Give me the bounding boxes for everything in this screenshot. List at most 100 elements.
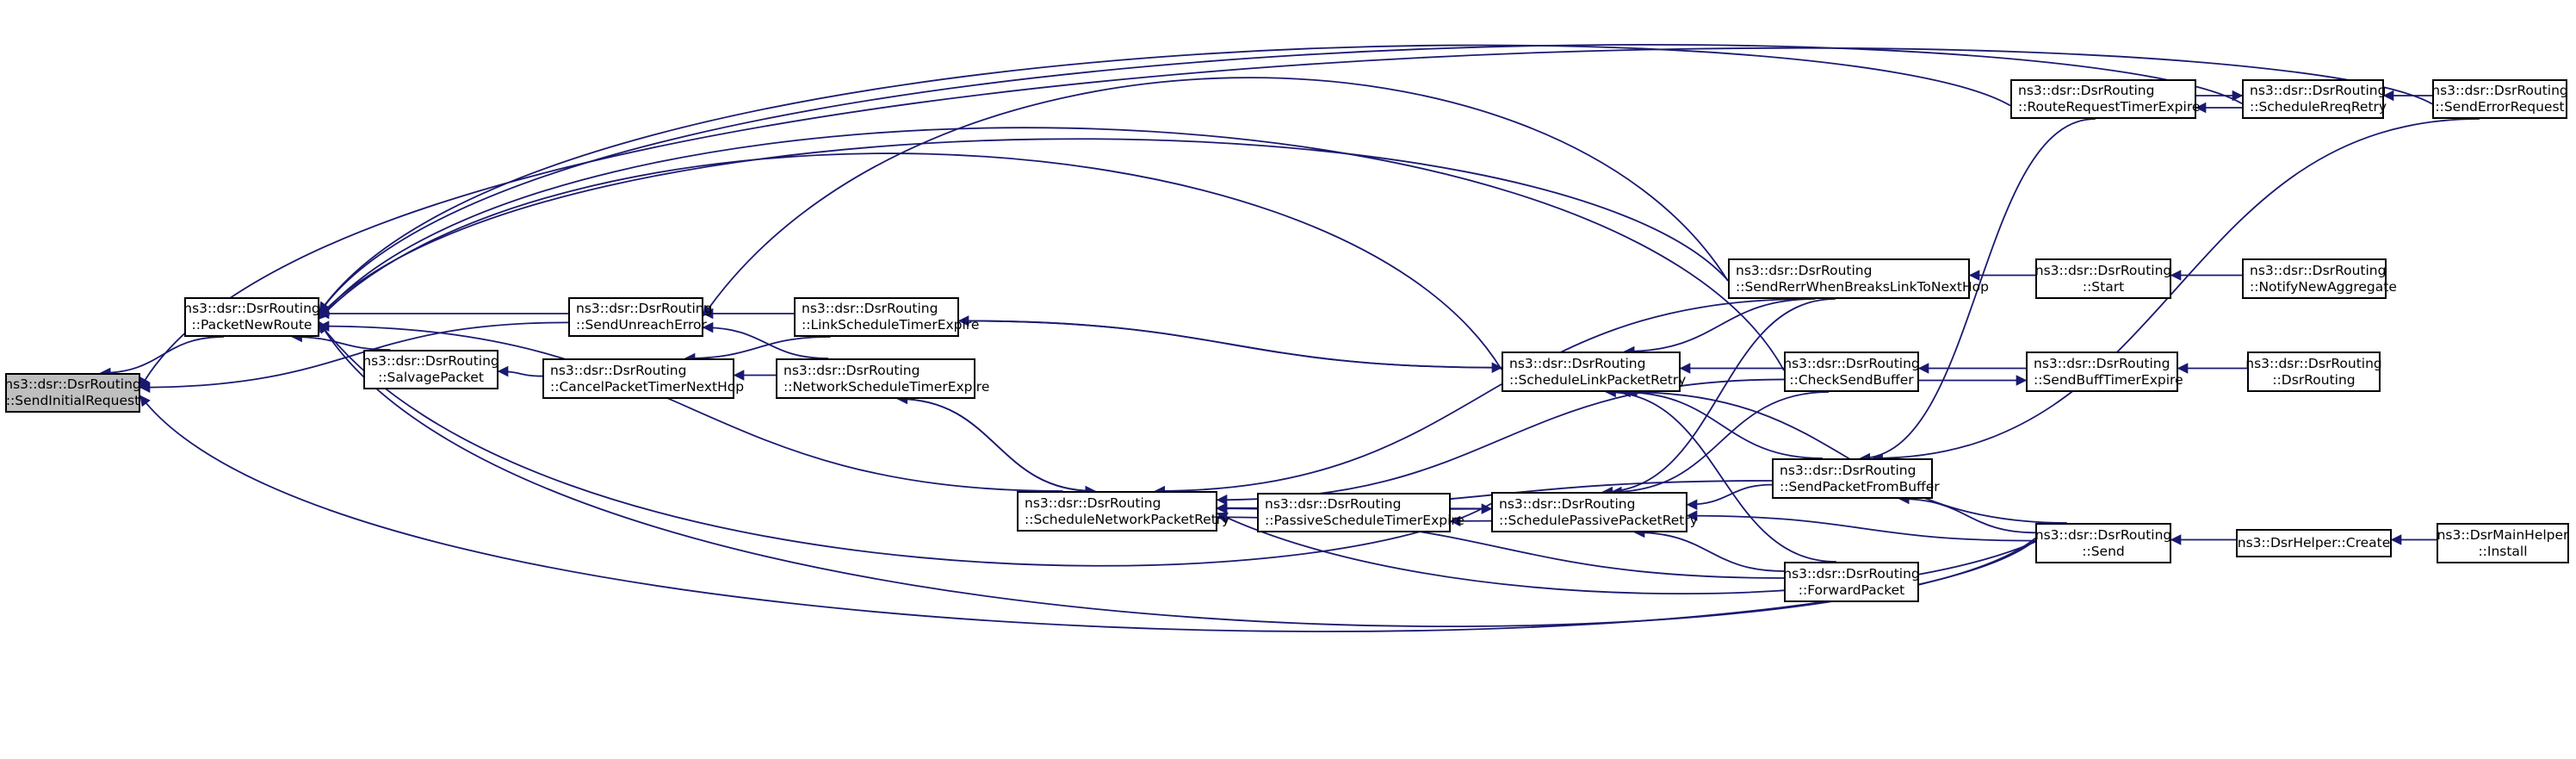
graph-node-check-send-buffer[interactable]: ns3::dsr::DsrRouting::CheckSendBuffer <box>1783 352 1920 392</box>
edge-ScheduleNetworkPacketRetry-to-PacketNewRoute <box>318 320 1063 492</box>
node-label-line2: ::SendRerrWhenBreaksLinkToNextHop <box>1736 278 1989 295</box>
node-label-line1: ns3::dsr::DsrRouting <box>4 376 141 392</box>
graph-node-notify-new-aggregate[interactable]: ns3::dsr::DsrRouting::NotifyNewAggregate <box>2242 258 2397 299</box>
node-label-line1: ns3::dsr::DsrRouting <box>1509 355 1646 371</box>
node-label-line1: ns3::dsr::DsrRouting <box>2018 83 2155 98</box>
node-label-line2: ::SendInitialRequest <box>5 393 140 408</box>
edge-SalvagePacket-to-PacketNewRoute <box>291 331 391 351</box>
edge-Send-to-SchedulePassivePacketRetry <box>1686 510 2036 542</box>
edge-SendRerrWhenBreaksLinkToNextHop-to-ScheduleNetworkPacketRetry <box>1154 298 1811 497</box>
node-label-line2: ::RouteRequestTimerExpire <box>2018 99 2201 115</box>
edge-SendRerrWhenBreaksLinkToNextHop-to-ScheduleLinkPacketRetry <box>1623 298 1816 358</box>
edge-SendRerrWhenBreaksLinkToNextHop-to-SchedulePassivePacketRetry <box>1601 298 1836 498</box>
node-label-line2: ::PassiveScheduleTimerExpire <box>1265 513 1464 528</box>
graph-node-send[interactable]: ns3::dsr::DsrRouting::Send <box>2035 523 2171 563</box>
edge-LinkScheduleTimerExpire-to-ScheduleLinkPacketRetry <box>958 320 1503 374</box>
graph-node-passive-schedule-timer-expire[interactable]: ns3::dsr::DsrRouting::PassiveScheduleTim… <box>1257 493 1464 532</box>
edge-SendPacketFromBuffer-to-ScheduleLinkPacketRetry <box>1619 386 1823 459</box>
edge-LinkScheduleTimerExpire-to-CancelPacketTimerNextHop <box>684 336 831 364</box>
node-label-line2: ::ScheduleLinkPacketRetry <box>1509 371 1687 388</box>
node-label-line1: ns3::dsr::DsrRouting <box>1783 565 1920 582</box>
node-label-line1: ns3::dsr::DsrRouting <box>1265 496 1402 512</box>
node-label-line2: ::CheckSendBuffer <box>1789 371 1914 388</box>
edge-SendRerrWhenBreaksLinkToNextHop-to-SendUnreachError <box>703 77 1729 317</box>
node-label-line2: ::NotifyNewAggregate <box>2250 278 2397 295</box>
edge-Send-to-SendPacketFromBuffer <box>1898 493 2036 534</box>
node-label-line1: ns3::dsr::DsrRouting <box>550 362 687 378</box>
node-label-line1: ns3::DsrHelper::Create <box>2237 535 2391 551</box>
edge-ScheduleRreqRetry-to-PacketNewRoute <box>319 44 2243 314</box>
graph-node-send-buff-timer-expire[interactable]: ns3::dsr::DsrRouting::SendBuffTimerExpir… <box>2026 352 2183 392</box>
graph-node-send-unreach-error[interactable]: ns3::dsr::DsrRouting::SendUnreachError <box>568 297 712 337</box>
graph-node-dsr-main-helper-install[interactable]: ns3::DsrMainHelper::Install <box>2437 523 2569 563</box>
graph-node-schedule-rreq-retry[interactable]: ns3::dsr::DsrRouting::ScheduleRreqRetry <box>2242 79 2387 119</box>
node-label-line1: ns3::dsr::DsrRouting <box>2245 355 2382 371</box>
node-label-line2: ::Start <box>2082 278 2125 295</box>
node-label-line2: ::SendBuffTimerExpire <box>2034 371 2183 388</box>
graph-node-forward-packet[interactable]: ns3::dsr::DsrRouting::ForwardPacket <box>1783 562 1920 602</box>
edge-RouteRequestTimerExpire-to-SendPacketFromBuffer <box>1859 118 2096 464</box>
graph-node-link-schedule-timer-expire[interactable]: ns3::dsr::DsrRouting::LinkScheduleTimerE… <box>794 297 979 337</box>
node-label-line1: ns3::dsr::DsrRouting <box>1783 355 1920 371</box>
node-label-line1: ns3::dsr::DsrRouting <box>2431 83 2568 98</box>
graph-node-dsr-routing[interactable]: ns3::dsr::DsrRouting::DsrRouting <box>2245 352 2382 392</box>
node-label-line1: ns3::DsrMainHelper <box>2437 526 2569 543</box>
node-label-line1: ns3::dsr::DsrRouting <box>183 301 320 316</box>
edge-SendErrorRequest-to-SendPacketFromBuffer <box>1872 118 2480 464</box>
edge-SendErrorRequest-to-SendInitialRequest <box>139 47 2433 389</box>
graph-node-salvage-packet[interactable]: ns3::dsr::DsrRouting::SalvagePacket <box>362 350 499 389</box>
node-label-line1: ns3::dsr::DsrRouting <box>802 301 938 316</box>
edge-ForwardPacket-to-SchedulePassivePacketRetry <box>1633 526 1785 572</box>
node-label-line1: ns3::dsr::DsrRouting <box>1025 495 1161 511</box>
node-label-line1: ns3::dsr::DsrRouting <box>1736 262 1873 278</box>
node-label-line1: ns3::dsr::DsrRouting <box>576 301 713 316</box>
node-label-line2: ::SendUnreachError <box>576 317 707 333</box>
graph-node-network-schedule-timer-expire[interactable]: ns3::dsr::DsrRouting::NetworkScheduleTim… <box>776 358 989 399</box>
graph-node-dsr-helper-create[interactable]: ns3::DsrHelper::Create <box>2236 529 2392 557</box>
graph-node-packet-new-route[interactable]: ns3::dsr::DsrRouting::PacketNewRoute <box>183 297 320 337</box>
node-label-line1: ns3::dsr::DsrRouting <box>2034 355 2170 371</box>
edge-PacketNewRoute-to-SendInitialRequest <box>99 336 224 379</box>
graph-node-route-request-timer-expire[interactable]: ns3::dsr::DsrRouting::RouteRequestTimerE… <box>2010 79 2200 119</box>
node-label-line2: ::Send <box>2082 543 2125 559</box>
node-label-line1: ns3::dsr::DsrRouting <box>2250 262 2387 278</box>
edge-Send-to-ScheduleLinkPacketRetry <box>1625 386 2067 524</box>
node-label-line2: ::SendPacketFromBuffer <box>1780 478 1940 495</box>
node-label-line2: ::NetworkScheduleTimerExpire <box>783 378 990 395</box>
node-label-line2: ::ScheduleNetworkPacketRetry <box>1025 511 1230 527</box>
edge-CheckSendBuffer-to-PacketNewRoute <box>319 127 1785 371</box>
edge-Send-to-ScheduleNetworkPacketRetry <box>1216 512 2036 594</box>
graph-node-cancel-packet-timer-next-hop[interactable]: ns3::dsr::DsrRouting::CancelPacketTimerN… <box>542 358 744 399</box>
edge-ScheduleLinkPacketRetry-to-PacketNewRoute <box>319 152 1502 370</box>
node-label-line2: ::SchedulePassivePacketRetry <box>1499 512 1698 528</box>
node-label-line2: ::DsrRouting <box>2272 371 2356 388</box>
node-label-line2: ::ForwardPacket <box>1798 582 1905 598</box>
graph-node-schedule-link-packet-retry[interactable]: ns3::dsr::DsrRouting::ScheduleLinkPacket… <box>1502 352 1686 392</box>
node-label-line1: ns3::dsr::DsrRouting <box>783 362 920 378</box>
node-label-line1: ns3::dsr::DsrRouting <box>1499 495 1636 512</box>
graph-node-start[interactable]: ns3::dsr::DsrRouting::Start <box>2035 258 2171 299</box>
edge-SendPacketFromBuffer-to-SchedulePassivePacketRetry <box>1686 483 1773 511</box>
node-label-line2: ::ScheduleRreqRetry <box>2250 99 2387 115</box>
edge-SendUnreachError-to-SendInitialRequest <box>139 321 569 393</box>
graph-node-schedule-passive-packet-retry[interactable]: ns3::dsr::DsrRouting::SchedulePassivePac… <box>1491 492 1698 532</box>
node-label-line2: ::PacketNewRoute <box>191 317 313 333</box>
node-label-line2: ::SendErrorRequest <box>2435 99 2565 115</box>
edge-NetworkScheduleTimerExpire-to-ScheduleNetworkPacketRetry <box>897 398 1097 497</box>
node-label-line1: ns3::dsr::DsrRouting <box>2034 262 2172 278</box>
edge-SendRerrWhenBreaksLinkToNextHop-to-PacketNewRoute <box>319 138 1729 317</box>
node-label-line1: ns3::dsr::DsrRouting <box>362 353 499 369</box>
node-label-line2: ::LinkScheduleTimerExpire <box>802 317 980 333</box>
node-label-line1: ns3::dsr::DsrRouting <box>2250 83 2387 98</box>
graph-node-send-error-request[interactable]: ns3::dsr::DsrRouting::SendErrorRequest <box>2431 79 2568 119</box>
graph-node-send-packet-from-buffer[interactable]: ns3::dsr::DsrRouting::SendPacketFromBuff… <box>1772 458 1940 499</box>
node-label-line1: ns3::dsr::DsrRouting <box>1780 462 1917 478</box>
graph-node-send-rerr-when-breaks-link-to-next-hop[interactable]: ns3::dsr::DsrRouting::SendRerrWhenBreaks… <box>1728 258 1989 299</box>
edge-ForwardPacket-to-ScheduleLinkPacketRetry <box>1605 386 1837 563</box>
edge-RouteRequestTimerExpire-to-PacketNewRoute <box>319 44 2011 314</box>
node-label-line2: ::SalvagePacket <box>378 370 484 385</box>
graph-node-schedule-network-packet-retry[interactable]: ns3::dsr::DsrRouting::ScheduleNetworkPac… <box>1017 491 1229 532</box>
graph-node-send-initial-request: ns3::dsr::DsrRouting::SendInitialRequest <box>4 373 141 413</box>
edge-CancelPacketTimerNextHop-to-SalvagePacket <box>497 365 543 377</box>
